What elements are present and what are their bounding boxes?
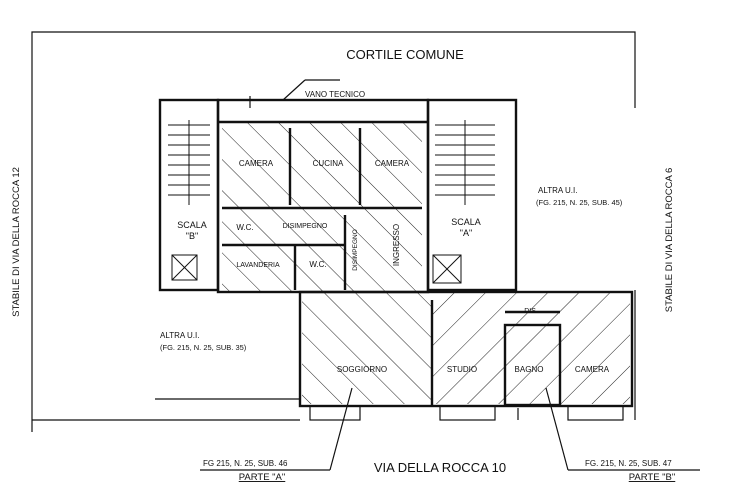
stairs-a xyxy=(432,120,495,284)
leader-parte-a xyxy=(329,387,353,471)
street-label: VIA DELLA ROCCA 10 xyxy=(374,460,506,475)
parte-a-label: PARTE "A" xyxy=(239,472,286,483)
room-wc-2: W.C. xyxy=(309,260,326,269)
boundary-lines xyxy=(31,31,636,432)
room-disimpegno: DISIMPEGNO xyxy=(283,223,328,230)
leader-parte-b xyxy=(545,387,569,471)
room-disimpegno-vertical: DISIMPEGNO xyxy=(352,229,359,271)
altra-ui-right-ref: (FG. 215, N. 25, SUB. 45) xyxy=(536,198,623,207)
altra-ui-right: ALTRA U.I. xyxy=(538,186,577,195)
room-dis: DIS. xyxy=(524,308,538,315)
room-camera-2: CAMERA xyxy=(375,159,410,168)
room-cucina: CUCINA xyxy=(313,159,344,168)
vano-tecnico-label: VANO TECNICO xyxy=(305,90,365,99)
room-wc-1: W.C. xyxy=(236,223,253,232)
unit-b-hatch xyxy=(432,292,630,404)
room-lavanderia: LAVANDERIA xyxy=(236,262,280,269)
altra-ui-left-ref: (FG. 215, N. 25, SUB. 35) xyxy=(160,343,247,352)
room-camera-b: CAMERA xyxy=(575,365,610,374)
parte-a-ref: FG 215, N. 25, SUB. 46 xyxy=(203,459,288,468)
side-right-label: STABILE DI VIA DELLA ROCCA 6 xyxy=(664,168,675,313)
scala-b-label: SCALA xyxy=(177,220,207,230)
cortile-label: CORTILE COMUNE xyxy=(346,47,464,62)
room-camera-1: CAMERA xyxy=(239,159,274,168)
room-ingresso: INGRESSO xyxy=(392,224,401,266)
altra-ui-left: ALTRA U.I. xyxy=(160,331,199,340)
scala-a-label: SCALA xyxy=(451,217,481,227)
room-soggiorno: SOGGIORNO xyxy=(337,365,387,374)
walls xyxy=(158,79,634,421)
scala-b-letter: "B" xyxy=(186,231,198,241)
side-left-label: STABILE DI VIA DELLA ROCCA 12 xyxy=(11,167,22,317)
stairs-b xyxy=(168,120,210,281)
parte-b-label: PARTE "B" xyxy=(629,472,676,483)
room-bagno: BAGNO xyxy=(515,365,544,374)
parte-b-ref: FG. 215, N. 25, SUB. 47 xyxy=(585,459,672,468)
room-studio: STUDIO xyxy=(447,365,477,374)
scala-a-letter: "A" xyxy=(460,228,472,238)
